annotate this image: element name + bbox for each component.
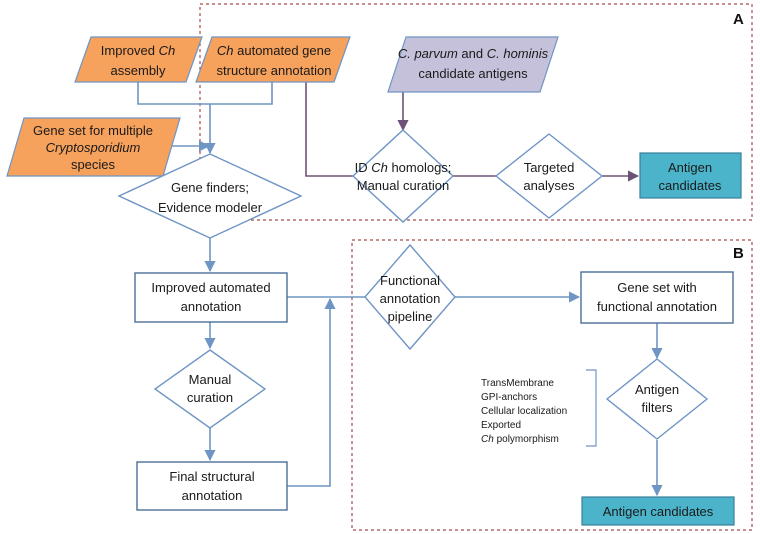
- filter-criteria-list: TransMembrane GPI-anchors Cellular local…: [481, 378, 567, 445]
- node-gene-finders: Gene finders; Evidence modeler: [117, 153, 303, 239]
- node-gene-set-multiple: Gene set for multiple Cryptosporidium sp…: [6, 117, 181, 177]
- svg-text:Final structural: Final structural: [169, 469, 254, 484]
- node-antigen-filters: Antigen filters: [605, 358, 709, 440]
- node-cparvum-chominis-antigens: C. parvum and C. hominis candidate antig…: [387, 36, 559, 93]
- connectors: [137, 82, 663, 497]
- filter-criterion: Exported: [481, 420, 521, 431]
- svg-text:Gene set for multiple: Gene set for multiple: [33, 123, 153, 138]
- svg-text:C. parvum and C. hominis: C. parvum and C. hominis: [398, 46, 549, 61]
- svg-text:Improved Ch: Improved Ch: [101, 43, 175, 58]
- node-ch-automated-annotation: Ch automated gene structure annotation: [195, 36, 351, 83]
- svg-text:assembly: assembly: [111, 63, 166, 78]
- node-gene-set-functional: Gene set with functional annotation: [580, 271, 734, 324]
- node-antigen-candidates-b: Antigen candidates: [581, 496, 735, 526]
- filter-criterion-polymorphism: Ch polymorphism: [481, 434, 559, 445]
- svg-text:Gene finders;: Gene finders;: [171, 180, 249, 195]
- panel-label-a: A: [733, 11, 744, 28]
- panel-b-border: [351, 239, 753, 531]
- node-improved-automated-annotation: Improved automated annotation: [134, 272, 288, 323]
- svg-text:Gene set with: Gene set with: [617, 280, 697, 295]
- node-antigen-candidates-a: Antigen candidates: [639, 152, 742, 199]
- node-improved-ch-assembly: Improved Ch assembly: [74, 36, 203, 83]
- svg-text:annotation: annotation: [181, 299, 242, 314]
- svg-text:annotation: annotation: [380, 291, 441, 306]
- node-functional-annotation-pipeline: Functional annotation pipeline: [364, 243, 456, 351]
- svg-text:ID Ch homologs;: ID Ch homologs;: [355, 160, 452, 175]
- svg-text:Antigen: Antigen: [635, 382, 679, 397]
- svg-text:Improved automated: Improved automated: [151, 280, 270, 295]
- svg-text:structure annotation: structure annotation: [217, 63, 332, 78]
- node-id-ch-homologs: ID Ch homologs; Manual curation: [351, 129, 455, 223]
- svg-text:Targeted: Targeted: [524, 160, 575, 175]
- svg-text:annotation: annotation: [182, 488, 243, 503]
- filter-criterion: Cellular localization: [481, 406, 567, 417]
- svg-text:filters: filters: [641, 400, 673, 415]
- svg-text:analyses: analyses: [523, 178, 575, 193]
- node-final-structural-annotation: Final structural annotation: [136, 461, 288, 511]
- svg-text:Functional: Functional: [380, 273, 440, 288]
- filter-criterion: TransMembrane: [481, 378, 554, 389]
- panel-label-b: B: [733, 245, 744, 262]
- svg-text:species: species: [71, 157, 116, 172]
- svg-text:candidates: candidates: [659, 178, 722, 193]
- svg-text:pipeline: pipeline: [388, 309, 433, 324]
- svg-text:Antigen candidates: Antigen candidates: [603, 504, 714, 519]
- svg-text:Manual curation: Manual curation: [357, 178, 450, 193]
- svg-text:functional annotation: functional annotation: [597, 299, 717, 314]
- node-targeted-analyses: Targeted analyses: [494, 133, 604, 219]
- panel-a-border: [199, 3, 753, 221]
- svg-text:curation: curation: [187, 390, 233, 405]
- svg-text:Manual: Manual: [189, 372, 232, 387]
- svg-text:candidate antigens: candidate antigens: [418, 66, 528, 81]
- svg-text:Ch automated gene: Ch automated gene: [217, 43, 331, 58]
- svg-text:Evidence modeler: Evidence modeler: [158, 200, 263, 215]
- svg-text:Cryptosporidium: Cryptosporidium: [46, 140, 141, 155]
- svg-text:Antigen: Antigen: [668, 160, 712, 175]
- filter-criterion: GPI-anchors: [481, 392, 537, 403]
- node-manual-curation: Manual curation: [153, 349, 267, 429]
